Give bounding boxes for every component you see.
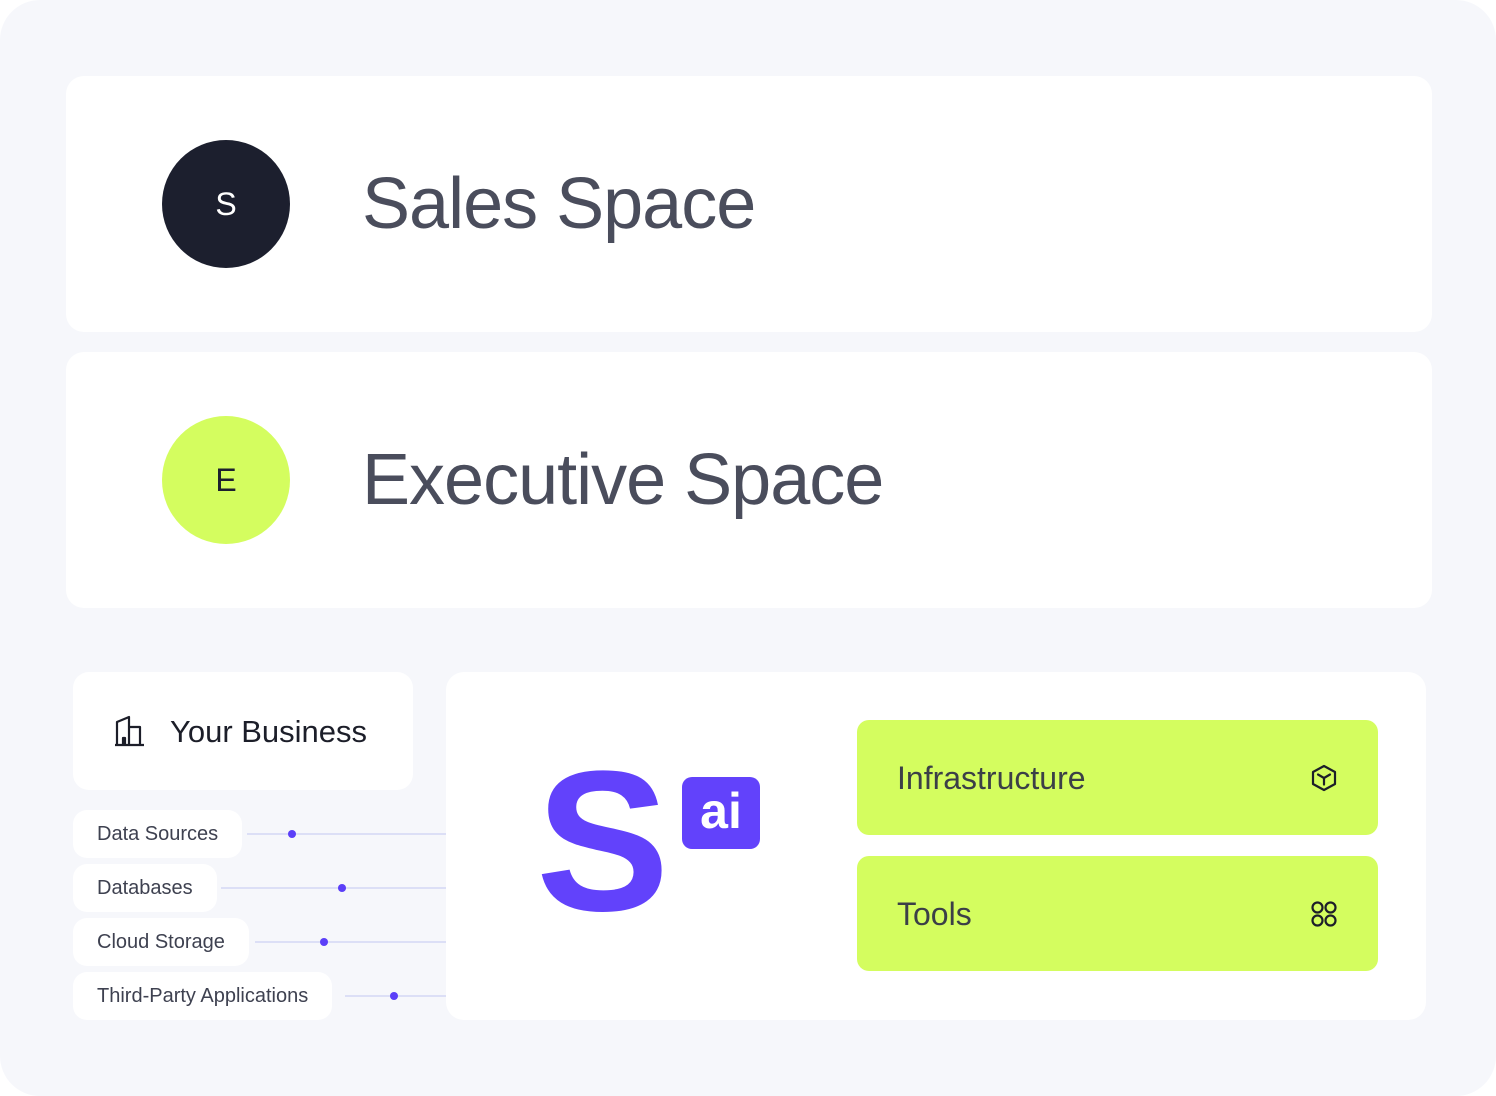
- connector-dot: [390, 992, 398, 1000]
- logo-letter: S: [536, 730, 669, 953]
- source-third-party-applications[interactable]: Third-Party Applications: [73, 972, 333, 1020]
- source-data-sources[interactable]: Data Sources: [73, 810, 243, 858]
- connector-line: [221, 887, 446, 889]
- source-databases[interactable]: Databases: [73, 864, 217, 912]
- source-label: Data Sources: [97, 822, 219, 845]
- source-label: Cloud Storage: [97, 930, 225, 953]
- space-title: Sales Space: [362, 164, 756, 244]
- business-label: Your Business: [170, 714, 368, 749]
- source-label: Third-Party Applications: [97, 984, 309, 1007]
- connector-line: [247, 833, 446, 835]
- apps-grid-icon: [1311, 901, 1337, 927]
- connector-dot: [338, 884, 346, 892]
- feature-tools[interactable]: Tools: [857, 856, 1378, 971]
- logo-ai-badge: ai: [682, 777, 760, 849]
- your-business-card[interactable]: Your Business: [73, 672, 413, 790]
- logo-ai-text: ai: [700, 783, 742, 839]
- avatar-initial: S: [215, 185, 237, 222]
- space-title: Executive Space: [362, 440, 884, 520]
- feature-label: Tools: [897, 896, 972, 932]
- space-card-executive[interactable]: E Executive Space: [66, 352, 1432, 608]
- source-label: Databases: [97, 876, 193, 899]
- source-cloud-storage[interactable]: Cloud Storage: [73, 918, 249, 966]
- connector-dot: [320, 938, 328, 946]
- building-icon: [115, 715, 144, 747]
- avatar-executive: E: [162, 416, 290, 544]
- connector-dot: [288, 830, 296, 838]
- cube-icon: [1311, 764, 1337, 792]
- connector-line: [255, 941, 446, 943]
- feature-label: Infrastructure: [897, 760, 1086, 796]
- avatar-sales: S: [162, 140, 290, 268]
- space-card-sales[interactable]: S Sales Space: [66, 76, 1432, 332]
- avatar-initial: E: [215, 461, 237, 498]
- feature-infrastructure[interactable]: Infrastructure: [857, 720, 1378, 835]
